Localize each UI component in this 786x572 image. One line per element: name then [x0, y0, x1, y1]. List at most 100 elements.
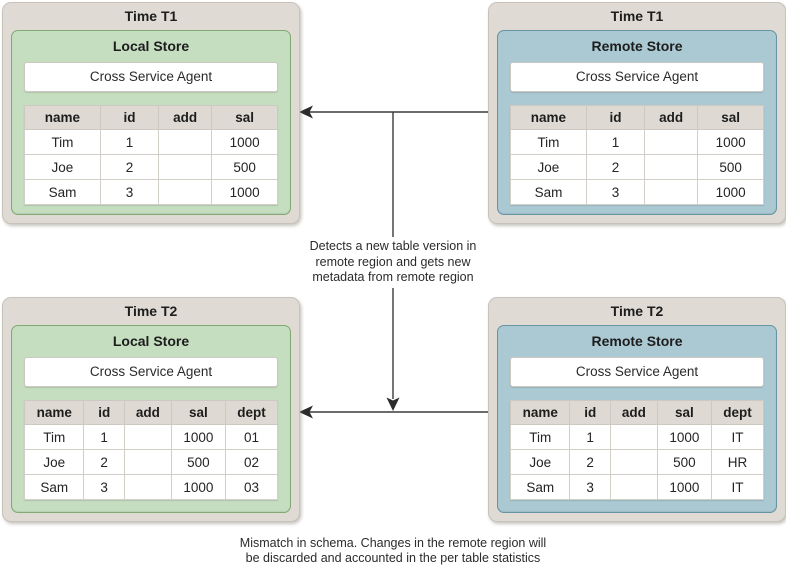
table-cell: 2: [83, 449, 125, 475]
sync-note-line: metadata from remote region: [312, 270, 474, 284]
column-header: sal: [656, 400, 713, 425]
table-cell: 500: [211, 154, 278, 180]
table-cell: 3: [569, 474, 611, 500]
table-cell: 3: [585, 179, 646, 205]
table-cell: 1000: [170, 424, 227, 450]
column-header: add: [158, 105, 213, 130]
table-cell: Tim: [510, 129, 587, 155]
table-cell: 1000: [697, 129, 764, 155]
table-cell: 1: [569, 424, 611, 450]
store-label: Remote Store: [591, 333, 683, 349]
column-header: id: [569, 400, 611, 425]
table-cell: Tim: [24, 129, 101, 155]
table-cell: Joe: [23, 449, 85, 475]
table-cell: Sam: [510, 179, 587, 205]
table-cell: [609, 424, 658, 450]
cross-service-agent-box: Cross Service Agent: [510, 357, 764, 387]
arrowhead-left-bottom: [299, 405, 313, 419]
arrowhead-down: [386, 397, 400, 411]
table-cell: 3: [83, 474, 125, 500]
column-header: sal: [697, 105, 764, 130]
table-cell: 1000: [697, 179, 764, 205]
table-cell: Joe: [510, 154, 587, 180]
table-cell: 3: [99, 179, 160, 205]
table-cell: 1000: [211, 179, 278, 205]
caption-line: Mismatch in schema. Changes in the remot…: [239, 536, 547, 550]
column-header: name: [509, 400, 571, 425]
cross-service-agent-box: Cross Service Agent: [24, 62, 278, 92]
column-header: dept: [225, 400, 278, 425]
column-header: sal: [170, 400, 227, 425]
sync-note: Detects a new table version in remote re…: [276, 237, 510, 288]
table-cell: Joe: [24, 154, 101, 180]
table-cell: [158, 129, 213, 155]
table-cell: 500: [170, 449, 227, 475]
table-cell: Tim: [23, 424, 85, 450]
arrowhead-left-top: [299, 105, 313, 119]
sync-note-line: remote region and gets new: [315, 254, 471, 269]
mismatch-caption: Mismatch in schema. Changes in the remot…: [163, 536, 623, 566]
table-cell: [644, 129, 699, 155]
column-header: sal: [211, 105, 278, 130]
store-label: Remote Store: [591, 38, 683, 54]
table-cell: [123, 474, 172, 500]
time-label: Time T1: [124, 8, 178, 24]
time-label: Time T2: [610, 303, 664, 319]
table-cell: Sam: [23, 474, 85, 500]
table-cell: 1000: [656, 474, 713, 500]
time-label: Time T2: [124, 303, 178, 319]
table-cell: [158, 179, 213, 205]
panel-local-time-t1: Time T1 Local Store Cross Service Agent …: [2, 2, 300, 224]
table-cell: Tim: [509, 424, 571, 450]
panel-remote-time-t1: Time T1 Remote Store Cross Service Agent…: [488, 2, 786, 224]
table-cell: 03: [225, 474, 278, 500]
table-cell: 1: [83, 424, 125, 450]
cross-service-agent-box: Cross Service Agent: [24, 357, 278, 387]
panel-local-time-t2: Time T2 Local Store Cross Service Agent …: [2, 297, 300, 522]
table-cell: 2: [569, 449, 611, 475]
table-cell: IT: [711, 424, 764, 450]
table-cell: 1000: [170, 474, 227, 500]
table-cell: HR: [711, 449, 764, 475]
table-cell: [609, 449, 658, 475]
store-label: Local Store: [112, 333, 190, 349]
column-header: add: [609, 400, 658, 425]
table-cell: [644, 154, 699, 180]
column-header: id: [83, 400, 125, 425]
table-cell: IT: [711, 474, 764, 500]
panel-remote-time-t2: Time T2 Remote Store Cross Service Agent…: [488, 297, 786, 522]
column-header: add: [644, 105, 699, 130]
column-header: name: [23, 400, 85, 425]
table-cell: Sam: [509, 474, 571, 500]
table-cell: 500: [656, 449, 713, 475]
cross-service-agent-box: Cross Service Agent: [510, 62, 764, 92]
table-cell: [609, 474, 658, 500]
sync-note-line: Detects a new table version in: [309, 239, 477, 253]
table-cell: [158, 154, 213, 180]
column-header: id: [585, 105, 646, 130]
table-cell: 1000: [656, 424, 713, 450]
